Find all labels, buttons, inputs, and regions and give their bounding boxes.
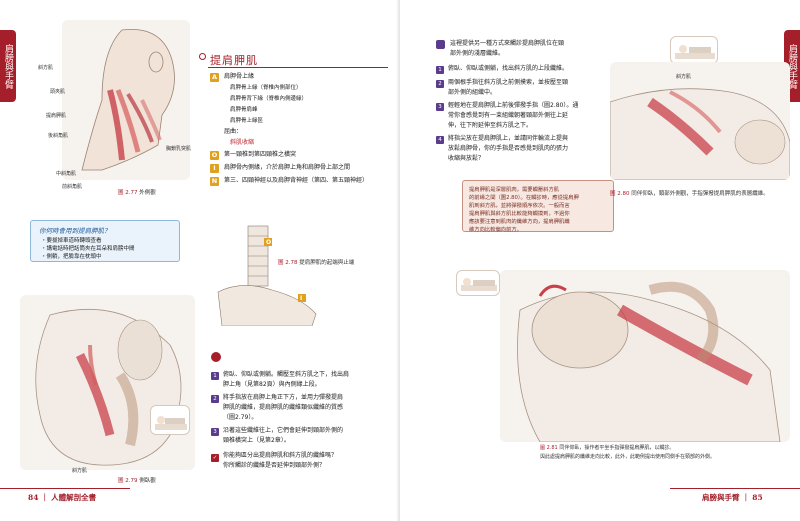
left-page: 肩膀與手臂 斜方肌 頭夾肌 提肩胛肌 後斜角肌 中斜角肌 前斜角肌 胸鎖乳突肌 … [0, 20, 388, 502]
side-lying-thumbnail-drawing [155, 416, 187, 430]
right-folio-rule [670, 488, 800, 489]
r-step-1-text: 俯臥、仰臥或側躺，找出斜方肌的上段纖維。 [448, 65, 569, 72]
spine-scapula-drawing [217, 225, 317, 326]
figure-281-caption-b: 與此處提肩胛肌的纖維走向比較，此外，此範例提出使用同側手在頸部的外側。 [540, 454, 716, 460]
lateral-neck-palpation-drawing [610, 88, 790, 180]
question-text-b: 你所觸診的纖維是否延伸到頸部外側？ [223, 462, 326, 469]
r-step-1-badge: 1 [436, 66, 444, 74]
attach-a-line4: 肩胛骨上緣區 [230, 118, 264, 124]
figure-280-thumbnail [670, 36, 718, 64]
label-trapezius: 斜方肌 [38, 65, 54, 71]
r-step-3-text-a: 輕輕地在提肩胛肌上前後彈撥手指（圖2.80）。通 [448, 102, 579, 109]
tip-item-2: ・講電話時把話筒夾在耳朵和肩膀中間 [41, 246, 135, 252]
intro-icon [436, 40, 445, 49]
title-divider [208, 67, 388, 68]
r-step-4-text-b: 放鬆肩胛骨，你的手指是否感覺到肌肉的張力 [448, 145, 569, 152]
muscle-title: 提肩胛肌 [210, 54, 258, 67]
figure-279-illustration [20, 295, 195, 470]
r-step-4-text-a: 將指尖放在提肩胛肌上，並請同伴輪流上提與 [448, 135, 569, 142]
left-folio-rule [0, 488, 130, 489]
label-levator: 提肩胛肌 [46, 113, 67, 119]
nerve-text: 第三、四頸神經以及肩胛背神經（第四、第五頸神經） [224, 177, 369, 184]
title-bullet-icon [199, 53, 206, 60]
attach-a-line5: 屈曲： [224, 128, 243, 135]
tip-heading: 你何時會用到提肩胛肌？ [39, 227, 111, 235]
marker-o: O [266, 239, 272, 246]
figure-280-illustration [610, 62, 790, 180]
left-section-tab: 肩膀與手臂 [0, 30, 16, 102]
clinical-note-box: 提肩胛肌是深層肌肉，需要觸壓斜方肌 的前緣之間（圖2.80）。在觸診時，應從提肩… [462, 180, 614, 233]
right-page: 肩膀與手臂 這裡提供另一種方式來觸診提肩胛肌位在頸 部外側的淺層纖維。 1 俯臥… [400, 0, 800, 521]
marker-i: I [300, 295, 303, 302]
figure-280-caption: 圖 2.80 同伴仰臥，頸部外側觀，手指彈撥提肩胛肌的表層纖維。 [610, 191, 769, 197]
step-2-text-b: 胛肌的纖維，提肩胛肌的纖維類似纖維的質感 [223, 404, 344, 411]
figure-279-label: 斜方肌 [72, 468, 88, 474]
step-3-text-a: 沿著這些纖維往上，它們會延伸到頸部外側的 [223, 427, 344, 434]
r-step-4-text-c: 收縮與放鬆？ [448, 155, 485, 162]
r-step-4-badge: 4 [436, 136, 444, 144]
supine-thumbnail-2-drawing [461, 278, 497, 291]
origin-text: 第一頸椎到第四頸椎之橫突 [224, 151, 297, 158]
r-step-2-text-a: 兩個根手指往斜方肌之前側摸索，並按壓至頸 [448, 79, 569, 86]
label-scm: 胸鎖乳突肌 [166, 146, 192, 152]
figure-280-label: 斜方肌 [676, 74, 692, 80]
key-o-badge: O [210, 151, 219, 160]
figure-281-thumbnail [456, 270, 500, 296]
key-n-badge: N [210, 177, 219, 186]
note-line-4: 提肩胛肌與斜方肌比較能夠觸摸到，不過你 [469, 211, 570, 217]
intro-text-a: 這裡提供另一種方式來觸診提肩胛肌位在頸 [450, 40, 565, 47]
right-folio: 肩膀與手臂 ｜ 85 [702, 493, 763, 502]
step-2-text-c: （圖2.79）。 [223, 414, 258, 421]
step-1-text-a: 俯臥、仰臥或側躺。觸壓至斜方肌之下，找出肩 [223, 371, 350, 378]
label-scalene-mid: 中斜角肌 [56, 171, 77, 177]
figure-281-caption: 圖 2.81 同伴仰臥，操作者平坐手指彈撥提肩胛肌，以觸診。 [540, 445, 675, 451]
step-3-text-b: 頸椎橫突上（見第2章）。 [223, 437, 290, 444]
attach-a-line2: 肩胛骨背下緣（脊椎內側邊緣） [230, 96, 308, 102]
figure-279-caption: 圖 2.79 側臥觀 [118, 478, 156, 484]
note-line-3: 肌到斜方肌，並將彈撥順序依次。一般而言 [469, 203, 570, 209]
note-line-1: 提肩胛肌是深層肌肉，需要觸壓斜方肌 [469, 187, 560, 193]
attach-a-line3: 肩胛骨肩峰 [230, 107, 258, 113]
note-line-6: 維方向比較偏向前方。 [469, 227, 522, 233]
step-1-badge: 1 [211, 372, 219, 380]
key-a-badge: A [210, 73, 219, 82]
intro-text-b: 部外側的淺層纖維。 [450, 50, 505, 57]
figure-277-caption: 圖 2.77 外側觀 [118, 190, 156, 196]
figure-278-illustration [212, 222, 320, 326]
label-scalene-ant: 前斜角肌 [62, 184, 83, 190]
r-step-3-text-c: 伸，往下附延伸至斜方肌之下。 [448, 122, 533, 129]
left-folio: 84 ｜ 人體解剖全書 [28, 493, 97, 502]
step-3-badge: 3 [211, 428, 219, 436]
side-lying-palpation-drawing [35, 308, 182, 466]
figure-278-caption: 圖 2.78 提肩胛肌的起端與止端 [278, 260, 355, 266]
question-check-icon: ✓ [211, 454, 219, 462]
figure-279-thumbnail [150, 405, 190, 435]
question-text-a: 你能夠區分出提肩胛肌和斜方肌的纖維嗎？ [223, 452, 338, 459]
attach-a-line6: 斜肌收縮 [230, 139, 255, 146]
step-2-badge: 2 [211, 395, 219, 403]
tip-item-3: ・側躺，把臉靠在枕頭中 [41, 254, 102, 260]
attach-a-label: 肩胛骨上緣 [224, 73, 255, 80]
r-step-2-text-b: 部外側的組織中。 [448, 89, 497, 96]
note-line-2: 的前緣之間（圖2.80）。在觸診時，應從提肩胛 [469, 195, 579, 201]
figure-281-illustration [500, 270, 790, 442]
step-2-text-a: 將手指放在肩胛上角正下方，並用力彈撥提肩 [223, 394, 344, 401]
r-step-2-badge: 2 [436, 80, 444, 88]
step-1-text-b: 胛上角（見第82頁）與內側緣上段。 [223, 381, 321, 388]
figure-277-illustration [62, 20, 190, 180]
note-line-5: 應該要注意到肌肉的纖維方向，提肩胛肌纖 [469, 219, 570, 225]
label-splenius: 頭夾肌 [50, 89, 66, 95]
head-neck-drawing [81, 28, 175, 171]
key-i-badge: I [210, 164, 219, 173]
label-scalene-post: 後斜角肌 [48, 133, 69, 139]
supine-thumbnail-drawing [675, 45, 715, 59]
palpation-hand-icon [211, 352, 221, 362]
attach-a-line1: 肩胛骨上緣（脊椎內側部位） [230, 85, 302, 91]
tip-item-1: ・要拔掉車道時轉頭查看 [41, 238, 102, 244]
insertion-text: 肩胛骨內側緣，介於肩胛上角和肩胛骨上部之間 [224, 164, 351, 171]
usage-tip-box: 你何時會用到提肩胛肌？ ・要拔掉車道時轉頭查看 ・講電話時把話筒夾在耳朵和肩膀中… [30, 220, 180, 262]
r-step-3-text-b: 常你會感覺到有一束組織朝著頸部外側往上延 [448, 112, 569, 119]
supine-hand-palpation-drawing [517, 281, 781, 442]
r-step-3-badge: 3 [436, 103, 444, 111]
